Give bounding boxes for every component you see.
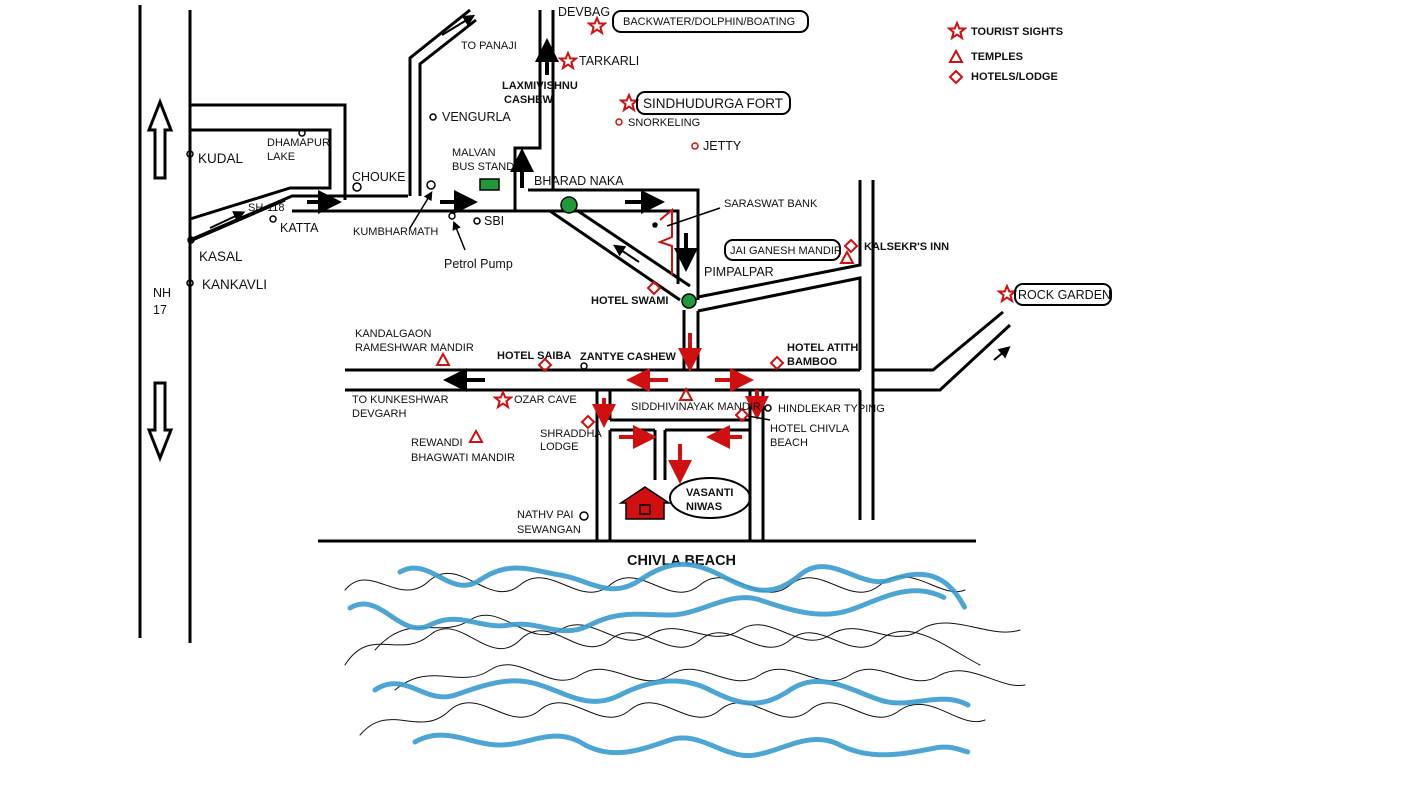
label-vasanti: VASANTI xyxy=(686,487,733,499)
legend-hotels: HOTELS/LODGE xyxy=(971,71,1058,83)
label-hindlekar: HINDLEKAR TYPING xyxy=(778,403,885,415)
label-hotel-swami: HOTEL SWAMI xyxy=(591,295,668,307)
kalsekr-inn-icon xyxy=(844,239,858,253)
snorkeling-marker-icon xyxy=(615,118,623,126)
label-zantye-cashew: ZANTYE CASHEW xyxy=(580,351,677,363)
rock-garden-star-icon xyxy=(998,285,1016,302)
label-lodge: LODGE xyxy=(540,441,579,453)
label-to-kunkeshwar: TO KUNKESHWAR xyxy=(352,394,449,406)
label-siddhivinayak: SIDDHIVINAYAK MANDIR xyxy=(631,401,761,413)
rock-garden-box xyxy=(1014,283,1112,306)
bus-stand-icon xyxy=(479,178,500,191)
label-bharad-naka: BHARAD NAKA xyxy=(534,174,624,188)
label-kalsekr-inn: KALSEKR'S INN xyxy=(864,241,949,253)
label-snorkeling: SNORKELING xyxy=(628,117,700,129)
label-hotel-chivla: HOTEL CHIVLA xyxy=(770,423,850,435)
label-kankavli: KANKAVLI xyxy=(202,277,267,292)
label-hotel-atithi: HOTEL ATITHI xyxy=(787,342,861,354)
label-chivla-beach: CHIVLA BEACH xyxy=(627,553,736,569)
label-petrol-pump: Petrol Pump xyxy=(444,257,513,271)
label-kasal: KASAL xyxy=(199,249,243,264)
legend-temple-icon xyxy=(949,50,963,63)
sindhudurga-box xyxy=(636,91,791,115)
label-devgarh: DEVGARH xyxy=(352,408,406,420)
nh17-arrow-up-icon xyxy=(146,97,174,180)
direction-arrows-black xyxy=(307,38,698,392)
label-vengurla: VENGURLA xyxy=(442,110,511,124)
rewandi-temple-icon xyxy=(469,430,483,443)
label-rock-garden: ROCK GARDEN xyxy=(1018,288,1111,302)
label-nh: NH xyxy=(153,286,171,300)
label-sbi: SBI xyxy=(484,214,504,228)
label-sewangan: SEWANGAN xyxy=(517,524,581,536)
label-sindhudurga-fort: SINDHUDURGA FORT xyxy=(643,96,783,111)
label-malvan: MALVAN xyxy=(452,147,496,159)
map-labels: TOURIST SIGHTS TEMPLES HOTELS/LODGE DEVB… xyxy=(153,5,1111,569)
label-devbag: DEVBAG xyxy=(558,5,610,19)
backwater-star-icon xyxy=(588,17,606,34)
label-tarkarli: TARKARLI xyxy=(579,54,639,68)
hotel-atithi-icon xyxy=(770,356,784,370)
kandalgaon-temple-icon xyxy=(436,353,450,366)
label-pimpalpar: PIMPALPAR xyxy=(704,265,774,279)
ozar-cave-star-icon xyxy=(494,391,512,408)
label-katta: KATTA xyxy=(280,221,319,235)
jetty-marker-icon xyxy=(691,142,699,150)
label-bhagwati: BHAGWATI MANDIR xyxy=(411,452,515,464)
label-nathv-pai: NATHV PAI xyxy=(517,509,573,521)
label-jetty: JETTY xyxy=(703,139,742,153)
label-laxmi-vishnu: LAXMIVISHNU xyxy=(502,80,578,92)
label-kudal: KUDAL xyxy=(198,151,244,166)
label-laxmi-cashew: CASHEW xyxy=(504,94,554,106)
nh17-highway xyxy=(138,5,192,643)
shraddha-lodge-icon xyxy=(581,415,595,429)
jai-ganesh-box xyxy=(724,239,841,261)
saraswat-bank-lane xyxy=(657,207,673,275)
label-chouke: CHOUKE xyxy=(352,170,405,184)
label-dhamapur-lake: LAKE xyxy=(267,151,295,163)
label-hotel-saiba: HOTEL SAIBA xyxy=(497,350,571,362)
label-chivla-beach-hotel: BEACH xyxy=(770,437,808,449)
direction-arrows-red xyxy=(592,333,769,484)
pimpalpar-junction-icon xyxy=(681,293,697,309)
legend-star-icon xyxy=(948,22,966,39)
bharad-naka-junction-icon xyxy=(560,196,578,214)
label-sh118: SH-118 xyxy=(248,202,284,214)
label-backwater: BACKWATER/DOLPHIN/BOATING xyxy=(623,16,795,28)
label-rewandi: REWANDI xyxy=(411,437,463,449)
legend-hotel-icon xyxy=(949,70,963,84)
label-rameshwar: RAMESHWAR MANDIR xyxy=(355,342,474,354)
tarkarli-star-icon xyxy=(559,52,577,69)
nh17-arrow-down-icon xyxy=(146,381,174,463)
label-to-panaji: TO PANAJI xyxy=(461,40,517,52)
label-shraddha: SHRADDHA xyxy=(540,428,602,440)
label-jai-ganesh: JAI GANESH MANDIR xyxy=(730,245,842,257)
vasanti-niwas-bubble xyxy=(669,477,751,519)
label-ozar-cave: OZAR CAVE xyxy=(514,394,577,406)
jai-ganesh-temple-icon xyxy=(840,251,854,264)
road-network xyxy=(189,8,1012,543)
backwater-box xyxy=(612,10,809,33)
label-nh-17: 17 xyxy=(153,303,167,317)
label-saraswat-bank: SARASWAT BANK xyxy=(724,198,818,210)
sea-waves xyxy=(344,561,1026,759)
house-icon xyxy=(618,486,672,520)
label-bamboo: BAMBOO xyxy=(787,356,838,368)
label-dhamapur: DHAMAPUR xyxy=(267,137,330,149)
sindhudurga-star-icon xyxy=(620,94,638,111)
label-kandalgaon: KANDALGAON xyxy=(355,328,431,340)
point-markers xyxy=(186,113,772,521)
label-bus-stand: BUS STAND xyxy=(452,161,514,173)
label-niwas: NIWAS xyxy=(686,501,722,513)
legend-tourist-sights: TOURIST SIGHTS xyxy=(971,26,1063,38)
label-kumbharmath: KUMBHARMATH xyxy=(353,226,438,238)
legend-temples: TEMPLES xyxy=(971,51,1023,63)
